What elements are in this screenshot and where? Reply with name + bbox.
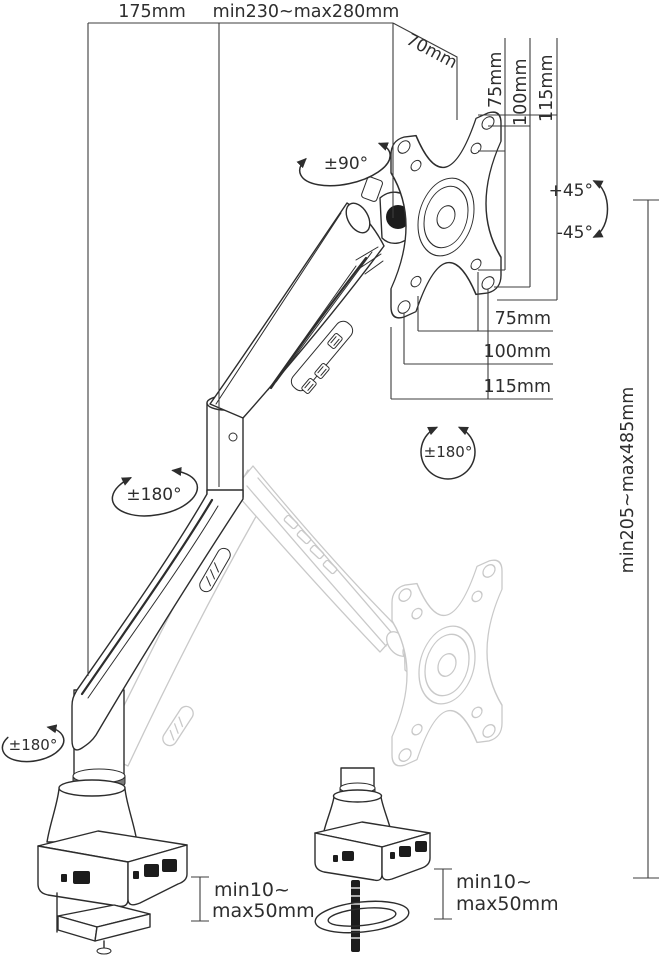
height-range-dimension: min205~max485mm [618, 199, 659, 879]
grommet-base [314, 767, 431, 952]
clamp-left-line2: max50mm [212, 900, 315, 922]
upper-arm [209, 202, 385, 419]
usb-ports [61, 859, 177, 884]
dim-arm1-label: 175mm [118, 2, 186, 22]
vesa-plate [390, 111, 502, 319]
spring-cap-hatch [355, 246, 384, 275]
grommet-ring [314, 900, 410, 934]
vent-slot [301, 378, 317, 394]
tilt-arrow-icon [592, 180, 609, 238]
top-dimension-lines [87, 22, 458, 676]
vesa-vertical-dimensions: 75mm 100mm 115mm [478, 38, 558, 301]
vesa-rotate-annotation: ±180° [420, 426, 476, 480]
rotation-arrow-icon [1, 724, 65, 763]
base-box [37, 830, 188, 908]
vesa-horizontal-dimensions: 75mm 100mm 115mm [390, 272, 553, 400]
upper-arm-vent-panel [290, 320, 354, 394]
height-range-label: min205~max485mm [618, 387, 638, 574]
solid-arm [37, 111, 502, 955]
dim-arm2-label: min230~max280mm [213, 2, 400, 22]
ghost-arm-vents [283, 514, 338, 575]
ghost-lower-arm-slot [162, 705, 194, 747]
tilt-up-label: +45° [549, 181, 593, 201]
clamp-right-line2: max50mm [456, 893, 559, 915]
head-swivel-annotation: ±90° [296, 142, 391, 187]
base-rotate-label: ±180° [9, 736, 58, 754]
lower-arm-slot [199, 547, 231, 593]
elbow-rotate-annotation: ±180° [111, 467, 199, 517]
clamp-left-line1: min10~ [214, 879, 290, 901]
tilt-annotation: +45° -45° [549, 180, 609, 243]
ghost-upper-arm [232, 465, 401, 653]
vesa-h-75-label: 75mm [495, 309, 551, 329]
ghost-lower-arm [99, 469, 271, 767]
base-rotate-annotation: ±180° [1, 724, 65, 763]
vesa-v-115-label: 115mm [537, 55, 557, 123]
rotation-arrow-icon [420, 426, 476, 480]
usb-ports [333, 841, 427, 862]
shoulder-cylinder [345, 202, 371, 234]
desk-clamp [56, 892, 151, 955]
vesa-rotate-label: ±180° [424, 443, 473, 461]
head-swivel-label: ±90° [324, 154, 368, 174]
clamp-right-line1: min10~ [456, 871, 532, 893]
tilt-down-label: -45° [557, 223, 593, 243]
vesa-v-75-label: 75mm [486, 52, 506, 108]
rotation-arrow-icon [111, 467, 199, 517]
grommet-rod [351, 880, 360, 952]
lower-arm [71, 489, 244, 751]
ball-joint [386, 205, 410, 229]
clamp-right-dimension: min10~ max50mm [434, 868, 559, 920]
dim-head-offset-label: 70mm [403, 30, 461, 73]
vesa-v-100-label: 100mm [511, 59, 531, 127]
vesa-h-100-label: 100mm [484, 342, 552, 362]
base-housing [46, 779, 138, 843]
head-pin [361, 176, 383, 202]
ghost-vesa-plate [391, 559, 503, 767]
clamp-left-dimension: min10~ max50mm [191, 876, 315, 922]
elbow-rotate-label: ±180° [126, 485, 181, 505]
rotation-arrow-icon [296, 142, 391, 187]
vent-slot [314, 363, 330, 379]
vesa-h-115-label: 115mm [484, 377, 552, 397]
ghost-arm-lowered-position [99, 465, 503, 767]
vent-slot [327, 333, 343, 349]
elbow-screw [228, 432, 238, 442]
dimension-annotations: 175mm min230~max280mm 70mm 75mm 100mm 11… [1, 2, 659, 922]
